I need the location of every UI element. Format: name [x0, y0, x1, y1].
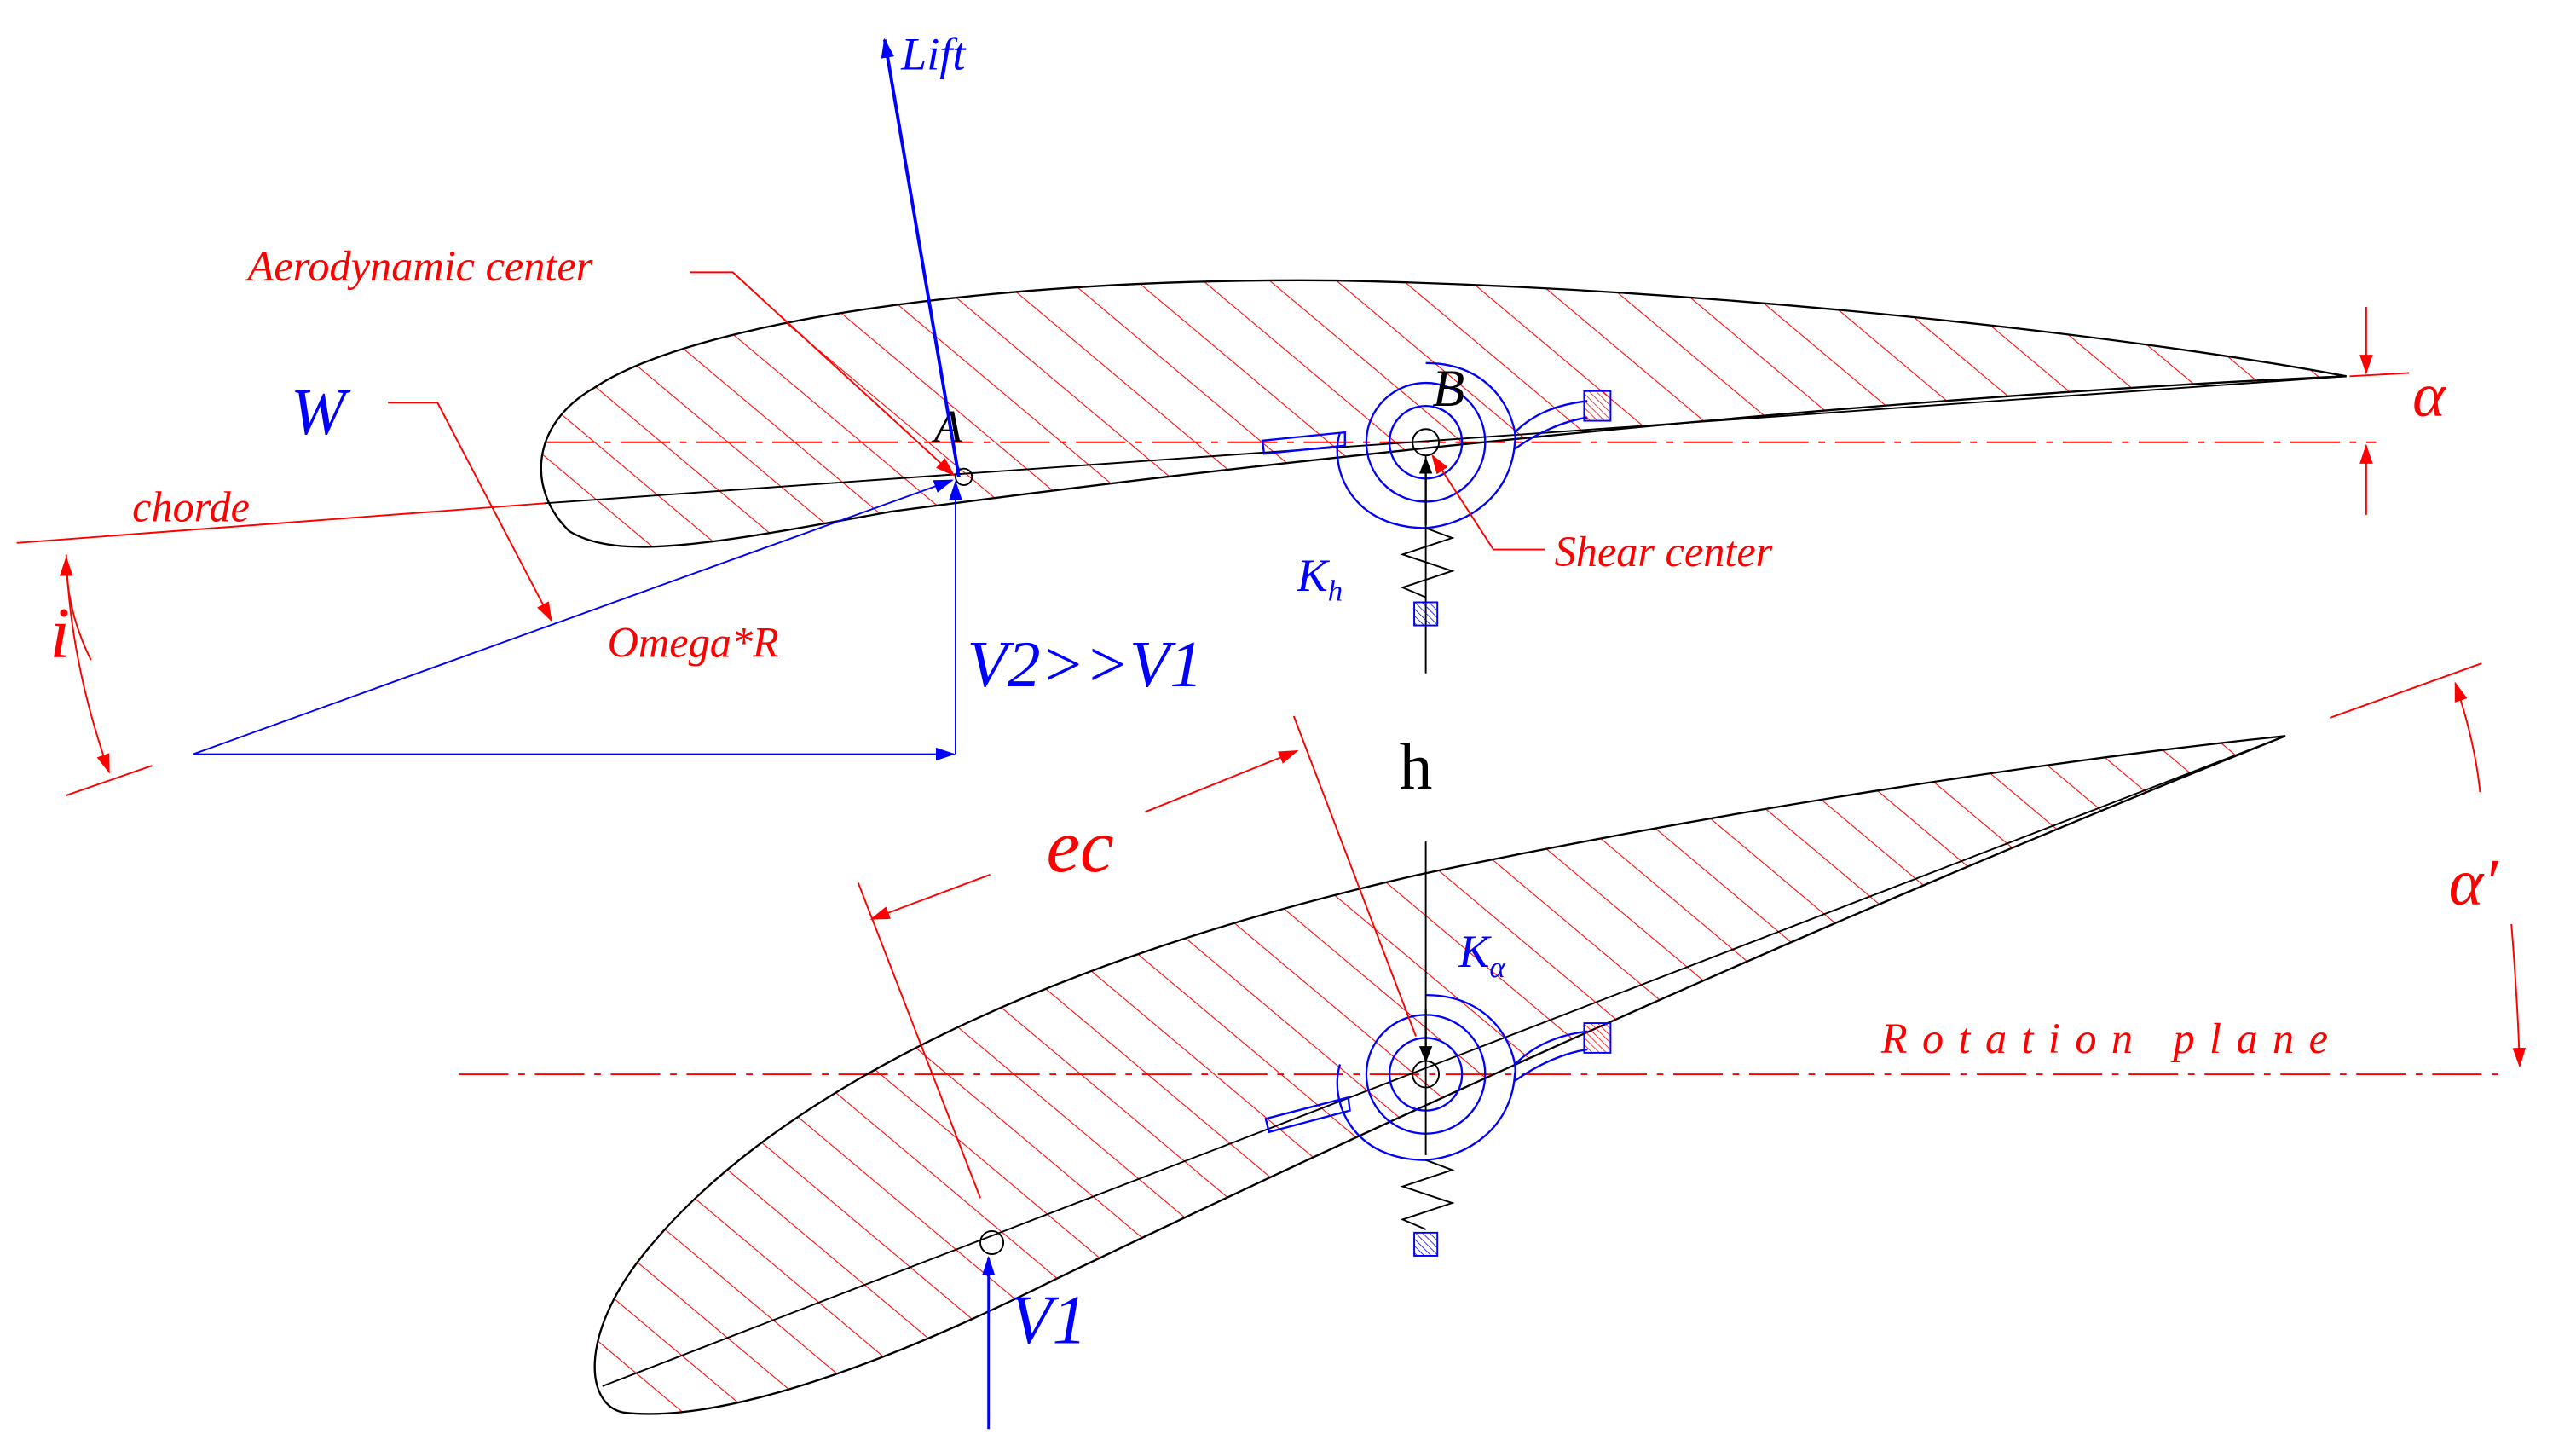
rotation-plane-label: Rotation plane — [1880, 1015, 2343, 1062]
ec-extension-right — [1292, 715, 1417, 1037]
lift-label: Lift — [900, 28, 967, 79]
alpha-extension-line — [2349, 372, 2410, 378]
point-b-label: B — [1432, 360, 1464, 418]
aerodynamic-center-leader — [690, 271, 956, 477]
w-label: W — [291, 375, 351, 448]
lower-bending-anchor — [1413, 1231, 1439, 1257]
i-angle-arc-top — [59, 556, 92, 661]
lower-chord-line — [602, 735, 2286, 1387]
lower-airfoil-group: Kα V1 ec α′ Rotation plane — [459, 662, 2527, 1430]
alpha-prime-arc-top — [2454, 681, 2481, 793]
omega-r-label: Omega*R — [608, 618, 779, 666]
ec-dimension-left — [869, 873, 991, 921]
i-extension-line — [66, 765, 153, 796]
i-angle-arc — [65, 554, 110, 774]
w-leader — [388, 402, 552, 622]
alpha-prime-extension — [2329, 662, 2482, 719]
chorde-label: chorde — [132, 483, 250, 531]
w-vector — [193, 479, 954, 755]
alpha-prime-arc-bottom — [2510, 923, 2527, 1068]
shear-center-label: Shear center — [1555, 528, 1773, 575]
ec-extension-left — [857, 882, 981, 1199]
i-label: i — [49, 593, 70, 673]
kh-label: Kh — [1297, 550, 1343, 608]
alpha-prime-label: α′ — [2449, 846, 2499, 919]
shear-center-leader — [1431, 454, 1545, 551]
k-alpha-label: Kα — [1458, 926, 1505, 984]
upper-airfoil-group: A B Kh Shear center Aerodynamic center L… — [16, 28, 2446, 796]
lift-vector — [881, 38, 961, 477]
upper-bending-anchor — [1413, 601, 1439, 627]
lower-bending-spring — [1400, 1159, 1455, 1230]
upper-bending-spring — [1400, 527, 1455, 598]
aerodynamic-center-label: Aerodynamic center — [245, 242, 593, 290]
h-label: h — [1400, 730, 1433, 803]
alpha-label: α — [2412, 360, 2446, 430]
lower-spring-anchor — [1583, 1022, 1612, 1054]
v2-v1-label: V2>>V1 — [967, 627, 1203, 701]
lower-aerodynamic-center-marker — [979, 1229, 1005, 1255]
lower-airfoil-profile — [593, 735, 2286, 1415]
upper-chord-line — [544, 375, 2347, 505]
chorde-extension-line — [16, 502, 546, 544]
ec-dimension-right — [1145, 749, 1299, 813]
ec-label: ec — [1046, 805, 1113, 888]
upper-spring-anchor — [1583, 390, 1612, 422]
point-a-marker — [955, 467, 973, 487]
v1-label: V1 — [1010, 1282, 1087, 1359]
